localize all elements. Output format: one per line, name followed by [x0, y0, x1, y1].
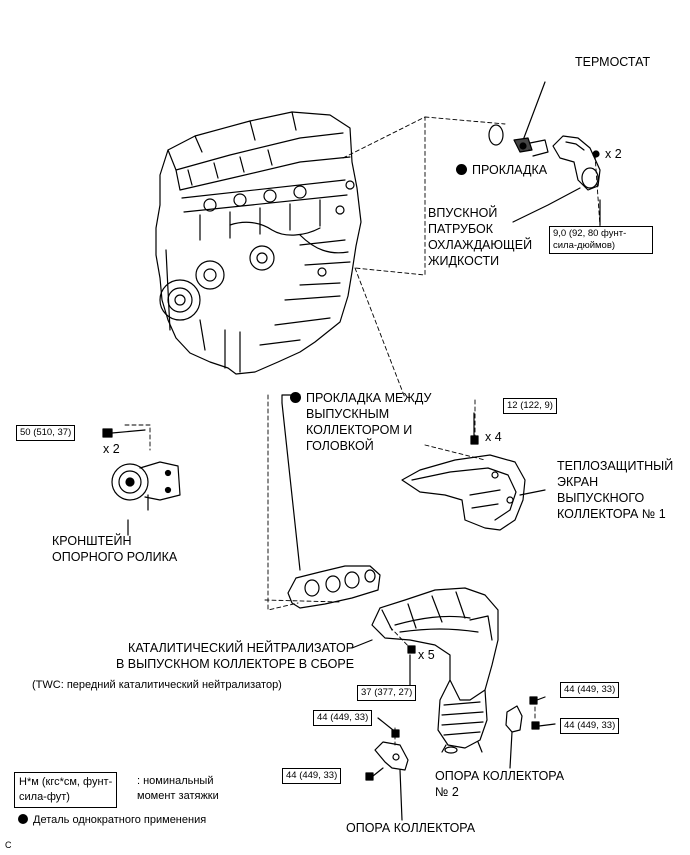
gasket-ring [488, 124, 504, 146]
insulator-x4: x 4 [485, 430, 502, 444]
gasket-label: ПРОКЛАДКА [456, 163, 547, 178]
idler-pulley-bracket [111, 461, 181, 511]
thermostat-label: ТЕРМОСТАТ [575, 55, 651, 69]
water-inlet-label: ВПУСКНОЙ ПАТРУБОК ОХЛАЖДАЮЩЕЙ ЖИДКОСТИ [428, 206, 533, 268]
water-inlet-part [552, 135, 601, 191]
heat-insulator-part [401, 454, 526, 531]
insulator-bolts [470, 412, 479, 445]
idler-x2: x 2 [103, 442, 120, 456]
heat-insulator-label: ТЕПЛОЗАЩИТНЫЙ ЭКРАН ВЫПУСКНОГО КОЛЛЕКТОР… [557, 459, 674, 521]
non-reusable-icon [456, 164, 467, 175]
converter-x5: x 5 [418, 648, 435, 662]
manifold-stay-2-part [505, 696, 556, 733]
stay2-side-torque-box: 44 (449, 33) [560, 718, 620, 734]
exhaust-manifold-converter-part [371, 587, 499, 754]
inlet-torque-box: 9,0 (92, 80 фунт- сила-дюймов) [549, 226, 653, 254]
torque-legend-desc: : номинальный момент затяжки [137, 775, 219, 802]
inlet-leader [512, 187, 581, 223]
torque-legend-box: Н*м (кгс*см, фунт- сила-фут) [14, 772, 118, 808]
stay2-top-torque-box: 44 (449, 33) [560, 682, 620, 698]
converter-torque-box: 37 (377, 27) [357, 685, 417, 701]
stay-bottom-torque-box: 44 (449, 33) [282, 768, 342, 784]
manifold-stay-part [365, 729, 409, 781]
converter-label: КАТАЛИТИЧЕСКИЙ НЕЙТРАЛИЗАТОР В ВЫПУСКНОМ… [116, 641, 355, 671]
thermostat-x2: x 2 [605, 147, 622, 161]
gasket-text: ПРОКЛАДКА [472, 163, 548, 177]
twc-note: (TWC: передний каталитический нейтрализа… [32, 679, 282, 691]
manifold-stay-2-label: ОПОРА КОЛЛЕКТОРА № 2 [435, 769, 565, 799]
manifold-gasket-text: ПРОКЛАДКА МЕЖДУ ВЫПУСКНЫМ КОЛЛЕКТОРОМ И … [306, 391, 432, 453]
stay2-leader [509, 731, 513, 769]
corner-mark: C [5, 840, 12, 850]
insulator-leader [519, 489, 546, 496]
manifold-gasket-part [287, 565, 381, 609]
stay-top-torque-box: 44 (449, 33) [313, 710, 373, 726]
engine-block-illustration [155, 111, 362, 375]
stay-leader [399, 769, 403, 821]
non-reusable-text: Деталь однократного применения [33, 814, 207, 826]
insulator-torque-box: 12 (122, 9) [503, 398, 557, 414]
non-reusable-icon [290, 392, 301, 403]
manifold-gasket-label: ПРОКЛАДКА МЕЖДУ ВЫПУСКНЫМ КОЛЛЕКТОРОМ И … [290, 390, 431, 454]
manifold-stay-label: ОПОРА КОЛЛЕКТОРА [346, 821, 476, 835]
idler-torque-box: 50 (510, 37) [16, 425, 76, 441]
idler-bolt [102, 428, 146, 438]
idler-bracket-label: КРОНШТЕЙН ОПОРНОГО РОЛИКА [52, 534, 178, 564]
thermostat-part [513, 81, 549, 157]
non-reusable-icon [18, 814, 28, 824]
non-reusable-legend: Деталь однократного применения [18, 813, 206, 828]
converter-leader [351, 639, 373, 649]
converter-bolts [407, 645, 416, 654]
